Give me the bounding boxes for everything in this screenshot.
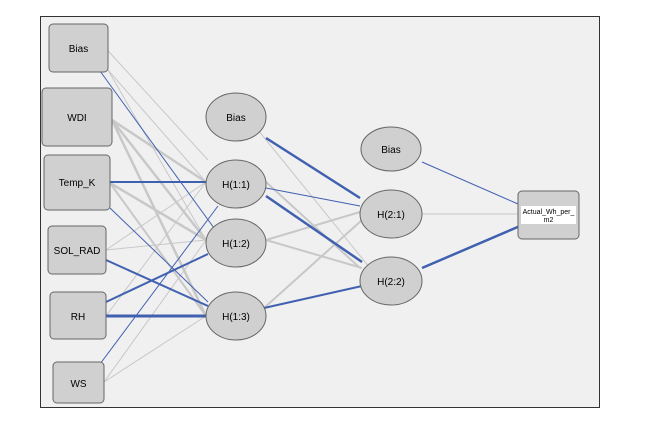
- node-label-line1: Actual_Wh_per_: [523, 209, 575, 216]
- connection: [111, 119, 207, 241]
- connection: [99, 205, 219, 365]
- node-box: [43, 154, 111, 211]
- connection: [110, 119, 208, 317]
- input-node-wdi: WDI: [41, 87, 113, 147]
- connection: [265, 239, 363, 269]
- node-label: Bias: [226, 113, 245, 124]
- connection: [105, 253, 209, 303]
- hidden1-node-h1-1: H(1:1): [205, 159, 267, 209]
- connection: [421, 224, 521, 270]
- hidden1-node-h1-2: H(1:2): [205, 218, 267, 268]
- connections-gray: [99, 41, 518, 383]
- connection: [109, 207, 209, 303]
- connection: [109, 182, 207, 317]
- node-box: [47, 225, 107, 275]
- node-box: [41, 87, 113, 147]
- node-box: [52, 361, 105, 404]
- input-layer: Bias WDI Temp_K SOL_RAD RH WS: [41, 23, 113, 404]
- input-node-rh: RH: [49, 291, 107, 340]
- hidden2-node-h2-1: H(2:1): [359, 189, 423, 239]
- connection: [265, 194, 363, 264]
- connection: [105, 239, 207, 251]
- node-label: WDI: [67, 113, 86, 124]
- node-label-line2: m2: [544, 217, 554, 224]
- connection: [107, 69, 207, 241]
- node-box: [48, 23, 109, 73]
- node-label: H(1:3): [222, 312, 250, 323]
- hidden2-node-h2-2: H(2:2): [359, 256, 423, 306]
- input-node-bias: Bias: [48, 23, 109, 73]
- input-node-ws: WS: [52, 361, 105, 404]
- node-ellipse: [205, 291, 267, 341]
- node-ellipse: [205, 92, 267, 142]
- connection: [103, 315, 207, 383]
- connections-blue: [91, 59, 521, 365]
- node-label: H(2:1): [377, 210, 405, 221]
- hidden2-node-bias: Bias: [360, 126, 422, 172]
- hidden-layer-2: Bias H(2:1) H(2:2): [359, 126, 423, 306]
- node-label: Bias: [69, 44, 88, 55]
- hidden1-node-bias: Bias: [205, 92, 267, 142]
- node-ellipse: [205, 159, 267, 209]
- connection: [263, 219, 363, 309]
- node-label: H(1:1): [222, 180, 250, 191]
- connection: [107, 69, 207, 183]
- connection: [105, 259, 209, 307]
- connection: [111, 118, 207, 184]
- hidden-layer-1: Bias H(1:1) H(1:2) H(1:3): [205, 92, 267, 341]
- input-node-sol-rad: SOL_RAD: [47, 225, 107, 275]
- output-layer: Actual_Wh_per_ m2: [517, 190, 580, 240]
- node-ellipse: [359, 189, 423, 239]
- connection: [109, 181, 207, 242]
- diagram-panel: [40, 16, 600, 408]
- node-label: Bias: [381, 145, 400, 156]
- node-label: RH: [71, 312, 85, 323]
- hidden1-node-h1-3: H(1:3): [205, 291, 267, 341]
- connection: [265, 211, 361, 241]
- connection: [257, 129, 371, 269]
- connection: [421, 161, 519, 205]
- node-ellipse: [359, 256, 423, 306]
- connection: [265, 136, 361, 200]
- node-label: H(2:2): [377, 277, 405, 288]
- node-ellipse: [205, 218, 267, 268]
- connection: [99, 41, 209, 161]
- node-box: [49, 291, 107, 340]
- output-node-actual-wh-per-m2: Actual_Wh_per_ m2: [517, 190, 580, 240]
- connection: [91, 59, 215, 229]
- node-label: SOL_RAD: [54, 246, 101, 257]
- connection: [265, 187, 361, 207]
- node-label: H(1:2): [222, 239, 250, 250]
- connection: [263, 285, 363, 309]
- node-label-background: [521, 206, 576, 224]
- node-ellipse: [360, 126, 422, 172]
- node-label: Temp_K: [59, 178, 96, 189]
- input-node-temp-k: Temp_K: [43, 154, 111, 211]
- node-label: WS: [70, 379, 86, 390]
